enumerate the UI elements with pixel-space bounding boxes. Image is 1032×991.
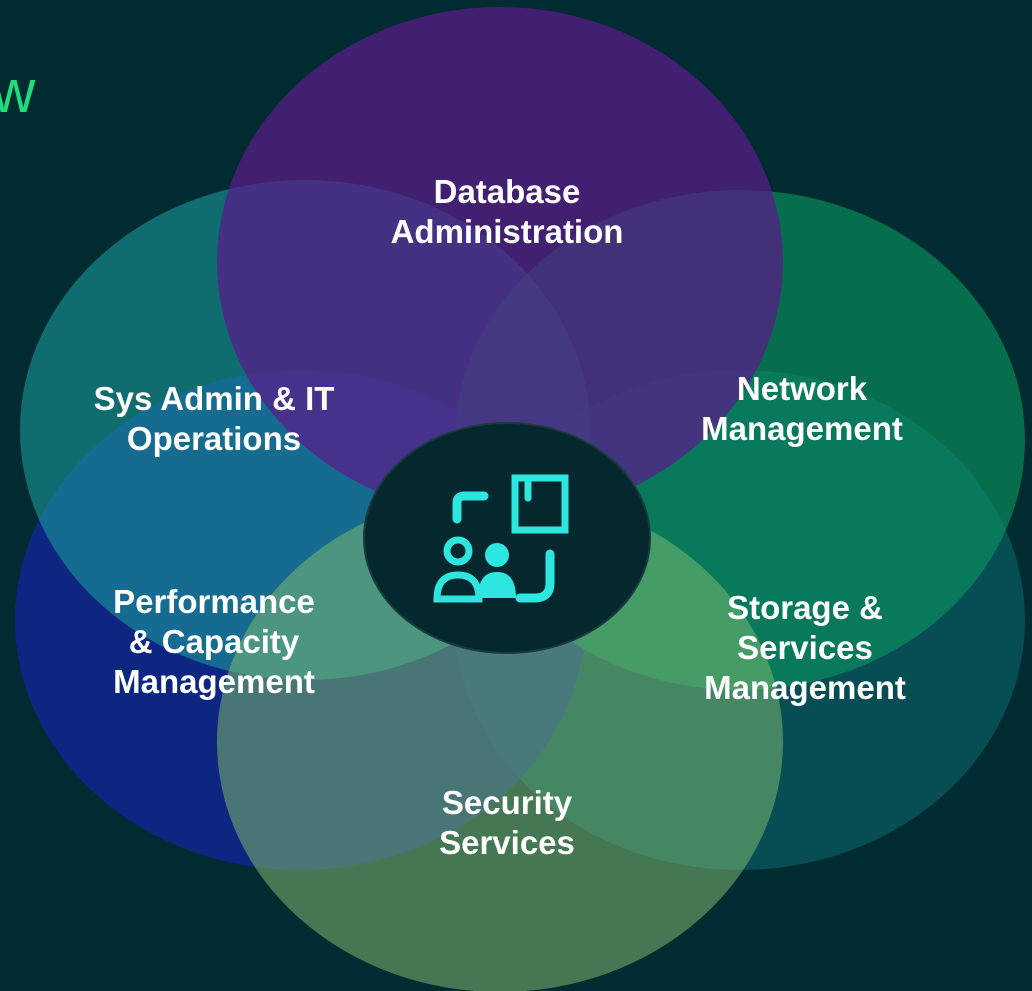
slide-title-fragment: w: [0, 58, 35, 125]
label-line: Management: [704, 669, 906, 706]
label-line: Administration: [390, 213, 624, 250]
label-line: Management: [113, 663, 315, 700]
label-storage-services-management: Storage & Services Management: [704, 588, 906, 708]
org-chart-people-icon: [433, 474, 569, 603]
person-filled-icon: [478, 543, 516, 598]
label-line: Database: [433, 173, 581, 210]
label-line: Management: [701, 410, 903, 447]
label-security-services: Security Services: [439, 783, 575, 863]
label-line: & Capacity: [128, 623, 300, 660]
label-line: Services: [737, 629, 873, 666]
petal-security: [217, 492, 783, 991]
petal-database: [217, 7, 783, 517]
label-line: Performance: [113, 583, 315, 620]
label-line: Sys Admin & IT: [93, 380, 335, 417]
label-line: Network: [736, 370, 868, 407]
label-performance-capacity-management: Performance & Capacity Management: [113, 582, 315, 702]
label-sys-admin-it-operations: Sys Admin & IT Operations: [94, 379, 335, 459]
label-line: Operations: [126, 420, 302, 457]
center-circle: [363, 422, 651, 654]
label-line: Security: [441, 784, 573, 821]
label-database-administration: Database Administration: [391, 172, 624, 252]
label-network-management: Network Management: [701, 369, 903, 449]
label-line: Services: [439, 824, 575, 861]
label-line: Storage &: [727, 589, 883, 626]
